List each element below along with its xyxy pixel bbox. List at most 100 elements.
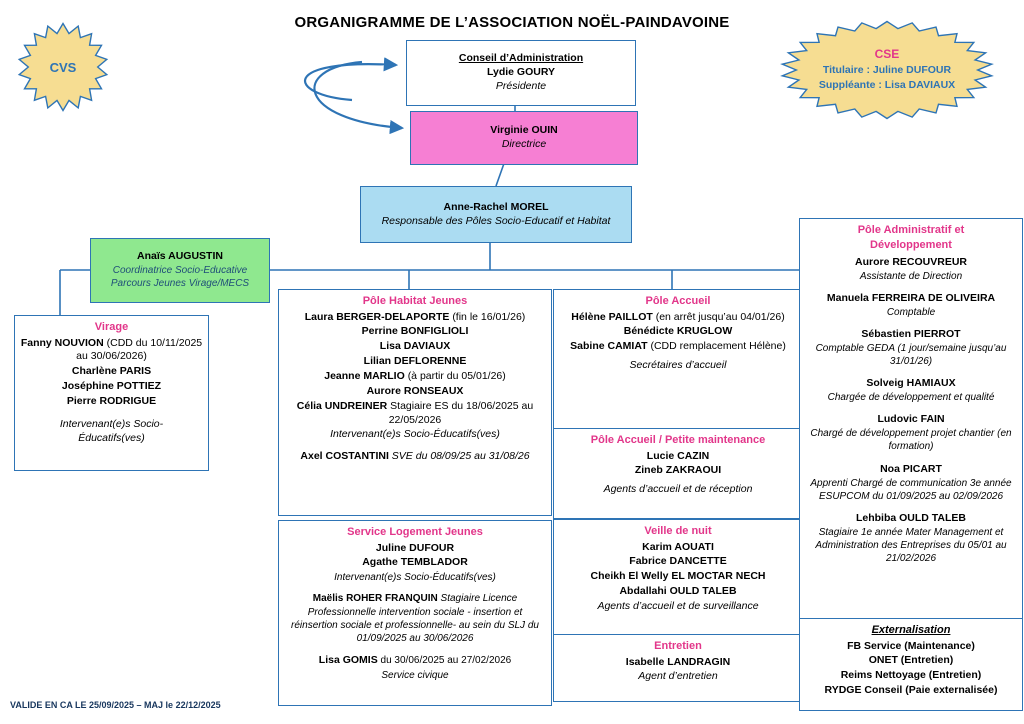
- person-role: Assistante de Direction: [859, 270, 963, 282]
- member-note: (CDD du 10/11/2025 au 30/06/2026): [76, 336, 203, 363]
- external-provider: ONET (Entretien): [868, 654, 954, 667]
- person-name: Sébastien PIERROT: [861, 328, 961, 341]
- member-name: Bénédicte KRUGLOW: [623, 325, 733, 338]
- member-name: Maëlis ROHER FRANQUIN: [312, 593, 438, 605]
- person-role: Chargée de développement et qualité: [827, 392, 995, 404]
- member-line: Joséphine POTTIEZ: [20, 380, 203, 394]
- arrow-to-directrice: [313, 60, 405, 135]
- service-logement-jeunes-box: Service Logement Jeunes Juline DUFOUR Ag…: [278, 520, 552, 706]
- person-name: Aurore RECOUVREUR: [854, 256, 967, 269]
- staff-entry: Lehbiba OULD TALEB Stagiaire 1e année Ma…: [805, 512, 1017, 565]
- page-title: ORGANIGRAMME DE L’ASSOCIATION NOËL-PAIND…: [294, 14, 730, 31]
- cse-label: CSE: [874, 47, 900, 62]
- member-name: Sabine CAMIAT: [570, 340, 648, 353]
- member-name: Perrine BONFIGLIOLI: [361, 325, 469, 338]
- person-role-line2: Parcours Jeunes Virage/MECS: [110, 278, 250, 290]
- person-role: Comptable GEDA (1 jour/semaine jusqu’au …: [815, 342, 1007, 368]
- member-name: Laura BERGER-DELAPORTE: [304, 310, 450, 323]
- cse-titulaire: Titulaire : Juline DUFOUR: [822, 64, 952, 77]
- member-line: Lucie CAZIN: [559, 450, 797, 464]
- box-title: Conseil d’Administration: [458, 52, 584, 65]
- coordinatrice-box: Anaïs AUGUSTIN Coordinatrice Socio-Educa…: [90, 238, 270, 303]
- spacer: [284, 442, 546, 450]
- member-line: Sabine CAMIAT (CDD remplacement Hélène): [559, 340, 797, 354]
- person-role: Présidente: [495, 79, 547, 92]
- staff-entry: Sébastien PIERROT Comptable GEDA (1 jour…: [805, 328, 1017, 368]
- member-line: Hélène PAILLOT (en arrêt jusqu’au 04/01/…: [559, 311, 797, 325]
- member-line: Bénédicte KRUGLOW: [559, 325, 797, 339]
- member-line: Charlène PARIS: [20, 365, 203, 379]
- member-note: (fin le 16/01/26): [452, 310, 526, 323]
- virage-box: Virage Fanny NOUVION (CDD du 10/11/2025 …: [14, 315, 209, 471]
- member-name: Zineb ZAKRAOUI: [634, 464, 722, 477]
- external-provider: Reims Nettoyage (Entretien): [840, 669, 982, 682]
- member-name: Abdallahi OULD TALEB: [619, 585, 737, 598]
- member-line: Lisa DAVIAUX: [284, 340, 546, 354]
- box-title: Entretien: [654, 640, 702, 652]
- member-name: Célia UNDREINER: [296, 399, 388, 412]
- responsable-poles-box: Anne-Rachel MOREL Responsable des Pôles …: [360, 186, 632, 243]
- member-line: Lilian DEFLORENNE: [284, 355, 546, 369]
- pole-accueil-box: Pôle Accueil Hélène PAILLOT (en arrêt ju…: [553, 289, 803, 430]
- member-name: Juline DUFOUR: [375, 541, 455, 554]
- group-role: Agents d’accueil et de surveillance: [597, 599, 759, 612]
- member-name: Pierre RODRIGUE: [66, 394, 157, 407]
- starburst-icon: [780, 20, 994, 120]
- staff-entry: Noa PICART Apprenti Chargé de communicat…: [805, 463, 1017, 503]
- person-role: Agent d’entretien: [638, 670, 718, 683]
- member-name: Joséphine POTTIEZ: [61, 380, 162, 393]
- member-line: Isabelle LANDRAGIN: [559, 656, 797, 670]
- member-name: Hélène PAILLOT: [571, 310, 653, 323]
- member-note: (à partir du 05/01/26): [407, 369, 506, 382]
- directrice-box: Virginie OUIN Directrice: [410, 111, 638, 165]
- member-name: Aurore RONSEAUX: [366, 384, 464, 397]
- person-name: Ludovic FAIN: [877, 413, 945, 426]
- member-name: Agathe TEMBLADOR: [362, 556, 468, 569]
- member-line: Fabrice DANCETTE: [559, 555, 797, 569]
- member-line: Laura BERGER-DELAPORTE (fin le 16/01/26): [284, 311, 546, 325]
- member-name: Lucie CAZIN: [646, 449, 710, 462]
- member-line: Karim AOUATI: [559, 541, 797, 555]
- group-role: Intervenant(e)s Socio-Éducatifs(ves): [334, 572, 496, 584]
- member-name: Jeanne MARLIO: [324, 369, 405, 382]
- spacer: [284, 646, 546, 654]
- cse-text: CSE Titulaire : Juline DUFOUR Suppléante…: [819, 47, 955, 92]
- person-role: Comptable: [886, 306, 936, 318]
- group-role: Intervenant(e)s Socio-Éducatifs(ves): [59, 417, 164, 444]
- member-role: Service civique: [381, 670, 449, 682]
- conseil-administration-box: Conseil d’Administration Lydie GOURY Pré…: [406, 40, 636, 106]
- cvs-label: CVS: [49, 59, 77, 75]
- person-name: Lehbiba OULD TALEB: [855, 511, 967, 524]
- arrow-to-conseil: [304, 57, 399, 102]
- staff-entry: Manuela FERREIRA DE OLIVEIRA Comptable: [805, 292, 1017, 319]
- validation-footnote: VALIDE EN CA LE 25/09/2025 – MAJ le 22/1…: [10, 700, 221, 710]
- cse-suppleante: Suppléante : Lisa DAVIAUX: [818, 79, 956, 91]
- box-title: Pôle Accueil: [645, 295, 711, 307]
- box-title: Pôle Accueil / Petite maintenance: [590, 434, 766, 446]
- member-line: Aurore RONSEAUX: [284, 385, 546, 399]
- member-line: Agathe TEMBLADOR: [284, 556, 546, 570]
- member-line: Maëlis ROHER FRANQUIN Stagiaire Licence …: [284, 592, 546, 645]
- member-name: Isabelle LANDRAGIN: [625, 655, 731, 668]
- pole-administratif-box: Pôle Administratif et Développement Auro…: [799, 218, 1023, 621]
- person-name: Manuela FERREIRA DE OLIVEIRA: [826, 292, 996, 305]
- member-note: (en arrêt jusqu’au 04/01/26): [655, 310, 785, 323]
- staff-entry: Aurore RECOUVREUR Assistante de Directio…: [805, 256, 1017, 283]
- member-line: Abdallahi OULD TALEB: [559, 585, 797, 599]
- member-line: Juline DUFOUR: [284, 542, 546, 556]
- spacer: [284, 584, 546, 592]
- person-name: Anne-Rachel MOREL: [443, 200, 549, 213]
- member-line: Célia UNDREINER Stagiaire ES du 18/06/20…: [284, 400, 546, 428]
- member-line: Perrine BONFIGLIOLI: [284, 325, 546, 339]
- box-title: Externalisation: [871, 624, 951, 636]
- group-role: Intervenant(e)s Socio-Éducatifs(ves): [330, 428, 500, 441]
- cvs-badge: CVS: [17, 22, 109, 112]
- box-title: Veille de nuit: [644, 525, 712, 537]
- member-line: Jeanne MARLIO (à partir du 05/01/26): [284, 370, 546, 384]
- member-name: Axel COSTANTINI: [300, 450, 389, 463]
- person-role: Directrice: [501, 138, 547, 150]
- staff-entry: Ludovic FAIN Chargé de développement pro…: [805, 413, 1017, 453]
- person-role: Responsable des Pôles Socio-Educatif et …: [381, 214, 611, 227]
- member-name: Cheikh El Welly EL MOCTAR NECH: [590, 570, 766, 583]
